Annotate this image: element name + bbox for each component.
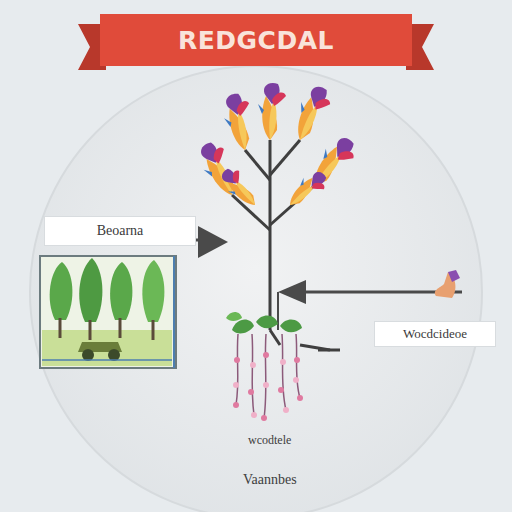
box-text: Beoarna xyxy=(97,223,144,239)
banner-title: REDGCDAL xyxy=(178,26,334,55)
label-box: Beoarna xyxy=(44,216,196,246)
text-label: wcodtele xyxy=(248,433,291,448)
box-text: Wocdcideoe xyxy=(403,326,467,342)
text-label: Vaannbes xyxy=(243,472,297,488)
label-box: Wocdcideoe xyxy=(374,321,496,347)
